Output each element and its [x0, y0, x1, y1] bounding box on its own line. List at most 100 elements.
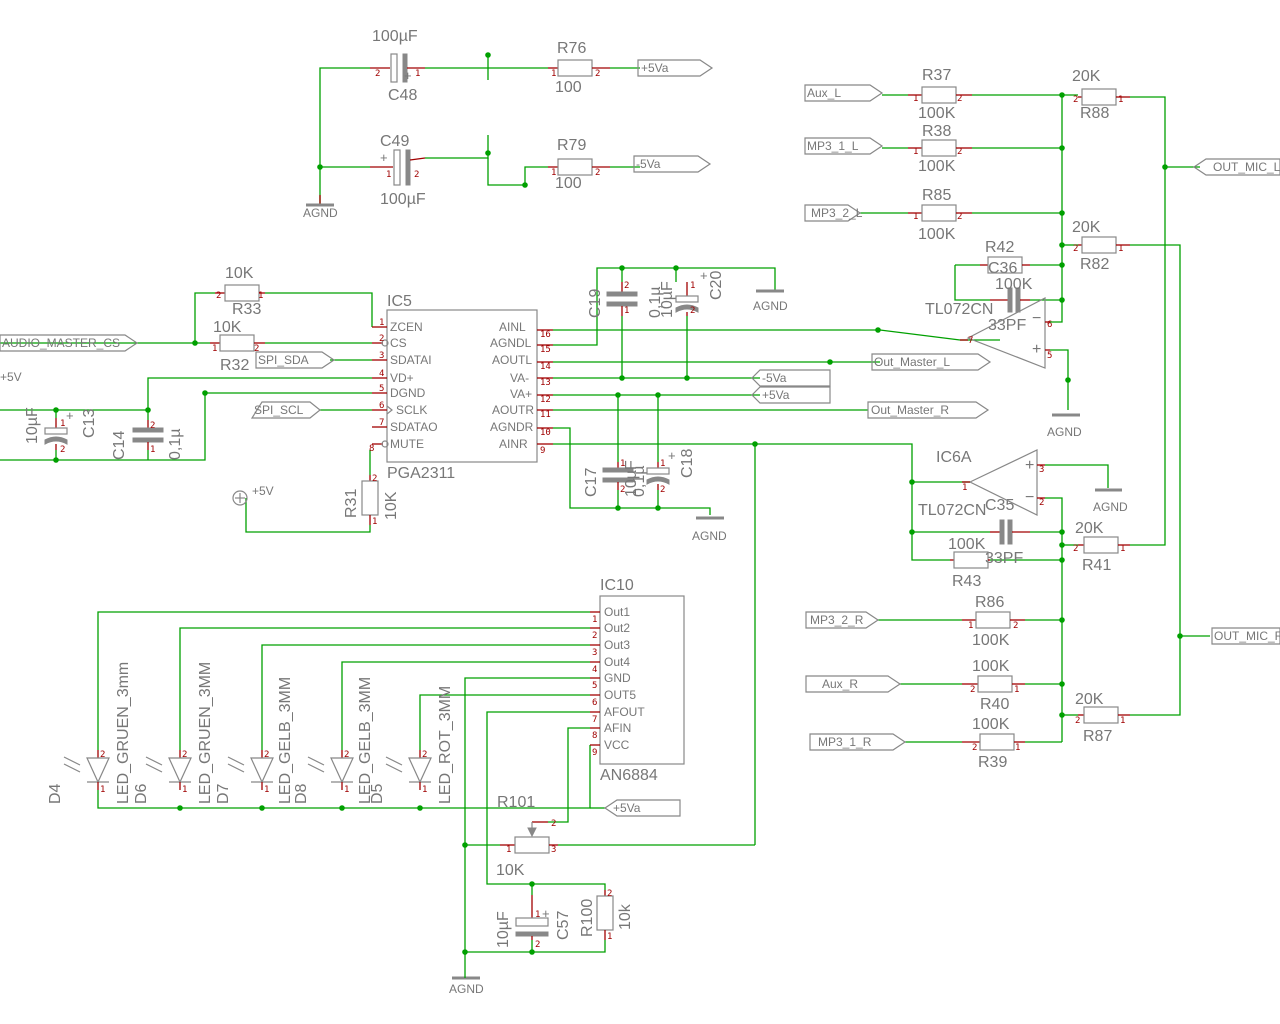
- svg-text:R33: R33: [232, 301, 261, 318]
- svg-text:C14: C14: [111, 431, 128, 460]
- resistor-r41: 2 1 20K R41: [1073, 520, 1130, 574]
- svg-text:+: +: [700, 268, 708, 283]
- svg-text:R42: R42: [985, 239, 1014, 256]
- svg-text:6: 6: [379, 401, 384, 411]
- svg-text:1: 1: [535, 910, 540, 920]
- svg-text:1: 1: [690, 281, 695, 291]
- svg-text:10: 10: [540, 428, 551, 438]
- ground-symbols: AGND AGND AGND AGND AGND AGND: [303, 195, 1128, 996]
- capacitor-c19: 2 1 C19 0,1µ: [587, 281, 664, 318]
- svg-text:R101: R101: [497, 794, 535, 811]
- svg-text:100: 100: [555, 175, 582, 192]
- svg-text:R85: R85: [922, 187, 951, 204]
- svg-text:2: 2: [620, 485, 625, 495]
- svg-text:2: 2: [422, 750, 427, 760]
- svg-text:100K: 100K: [918, 105, 956, 122]
- svg-text:1: 1: [1118, 244, 1123, 254]
- svg-text:2: 2: [1075, 716, 1080, 726]
- svg-text:2: 2: [535, 940, 540, 950]
- net-flag-audio-master-cs: AUDIO_MASTER_CS: [0, 334, 139, 352]
- svg-text:15: 15: [540, 345, 551, 355]
- svg-text:100K: 100K: [972, 632, 1010, 649]
- led-d6: 2 1 D6 LED_GRUEN_3MM: [133, 662, 214, 804]
- svg-text:1: 1: [60, 419, 65, 429]
- svg-text:3: 3: [592, 648, 597, 658]
- svg-text:2: 2: [216, 291, 221, 301]
- svg-text:1: 1: [1015, 743, 1020, 753]
- net-flag-mp3-1-r: MP3_1_R: [809, 733, 907, 751]
- capacitor-c57: 1 2 + 10µF C57: [495, 895, 572, 950]
- resistor-r100: 2 1 R100 10k: [579, 889, 634, 942]
- svg-text:1: 1: [100, 785, 105, 795]
- svg-text:1: 1: [212, 344, 217, 354]
- svg-text:AFIN: AFIN: [604, 721, 631, 735]
- svg-text:100µF: 100µF: [380, 191, 426, 208]
- svg-text:SPI_SCL: SPI_SCL: [254, 403, 304, 417]
- svg-text:1: 1: [344, 785, 349, 795]
- svg-text:7: 7: [968, 336, 973, 346]
- net-flag-spi-sda: SPI_SDA: [255, 351, 336, 369]
- svg-text:2: 2: [592, 631, 597, 641]
- svg-text:MP3_2_L: MP3_2_L: [811, 206, 863, 220]
- svg-text:AGND: AGND: [449, 982, 484, 996]
- svg-text:Out4: Out4: [604, 655, 630, 669]
- svg-text:11: 11: [540, 410, 551, 420]
- svg-text:MUTE: MUTE: [390, 437, 424, 451]
- svg-text:10µF: 10µF: [24, 407, 41, 444]
- svg-text:AGND: AGND: [1093, 500, 1128, 514]
- svg-text:8: 8: [592, 731, 597, 741]
- svg-text:1: 1: [415, 69, 420, 79]
- svg-text:10µF: 10µF: [623, 460, 640, 497]
- agnd-pga-r: AGND: [692, 516, 727, 543]
- svg-text:-5Va: -5Va: [636, 157, 661, 171]
- svg-text:D8: D8: [293, 783, 310, 804]
- svg-text:C49: C49: [380, 133, 409, 150]
- svg-text:SCLK: SCLK: [396, 403, 427, 417]
- net-flag-aux-r: Aux_R: [805, 675, 902, 693]
- svg-text:1: 1: [1120, 716, 1125, 726]
- led-d5: 2 1 D5 LED_ROT_3MM: [369, 686, 454, 804]
- svg-text:9: 9: [592, 748, 597, 758]
- svg-text:3: 3: [551, 845, 556, 855]
- svg-text:1: 1: [620, 459, 625, 469]
- svg-text:R79: R79: [557, 137, 586, 154]
- net-flag-mp3-2-l: MP3_2_L: [804, 204, 863, 222]
- svg-text:D5: D5: [369, 783, 386, 804]
- resistor-r86: 1 2 R86 100K: [962, 594, 1025, 649]
- svg-text:AOUTR: AOUTR: [492, 403, 534, 417]
- svg-text:2: 2: [1073, 544, 1078, 554]
- svg-text:Out3: Out3: [604, 638, 630, 652]
- svg-text:MP3_2_R: MP3_2_R: [810, 613, 864, 627]
- svg-text:2: 2: [595, 69, 600, 79]
- svg-text:6: 6: [592, 698, 597, 708]
- svg-text:2: 2: [957, 212, 962, 222]
- svg-text:Aux_R: Aux_R: [822, 677, 858, 691]
- svg-text:1: 1: [182, 785, 187, 795]
- svg-text:−: −: [1025, 489, 1034, 506]
- svg-text:+: +: [1032, 341, 1041, 358]
- svg-text:AOUTL: AOUTL: [492, 353, 532, 367]
- svg-text:LED_ROT_3MM: LED_ROT_3MM: [437, 686, 454, 804]
- svg-text:C20: C20: [708, 271, 725, 300]
- svg-text:1: 1: [372, 517, 377, 527]
- ic5-name: IC5: [387, 293, 412, 310]
- svg-text:1: 1: [1120, 544, 1125, 554]
- svg-text:AGND: AGND: [692, 529, 727, 543]
- svg-text:2: 2: [379, 334, 384, 344]
- opamp-ic6a: 1 3 2 + − IC6A TL072CN: [918, 449, 1045, 519]
- svg-text:12: 12: [540, 395, 551, 405]
- svg-text:AFOUT: AFOUT: [604, 705, 645, 719]
- svg-text:R87: R87: [1083, 728, 1112, 745]
- svg-text:100K: 100K: [972, 716, 1010, 733]
- svg-text:Out_Master_L: Out_Master_L: [874, 355, 950, 369]
- resistor-r37: 1 2 R37 100K: [908, 67, 972, 122]
- svg-text:+: +: [380, 150, 388, 165]
- svg-text:Out1: Out1: [604, 605, 630, 619]
- resistor-r79: 1 2 R79 100: [548, 137, 610, 192]
- svg-text:R100: R100: [579, 899, 596, 937]
- svg-text:33PF: 33PF: [985, 550, 1023, 567]
- svg-text:7: 7: [379, 418, 384, 428]
- resistor-r39: 2 1 100K R39: [962, 716, 1025, 771]
- svg-text:100: 100: [555, 79, 582, 96]
- svg-text:+: +: [66, 408, 74, 423]
